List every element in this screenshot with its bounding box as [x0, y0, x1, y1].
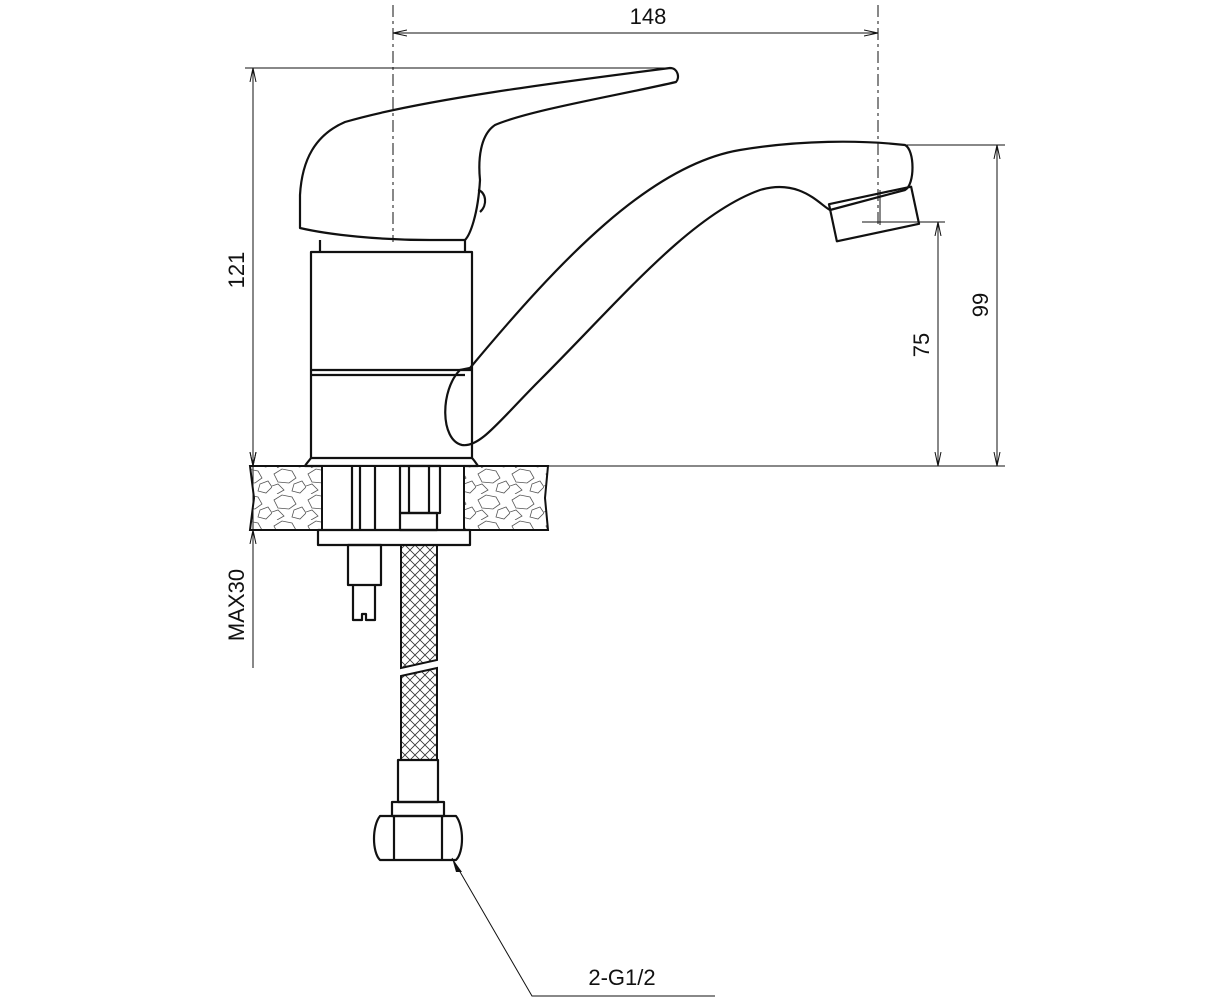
- supply-hose: [372, 544, 464, 862]
- dimension-max-counter: MAX30: [224, 440, 253, 668]
- dimension-aerator-height-label: 75: [909, 333, 934, 357]
- spout: [444, 140, 921, 447]
- dimension-aerator-height: 75: [862, 221, 945, 466]
- dimension-spout-height: 99: [905, 144, 1005, 466]
- dimension-spout-height-label: 99: [968, 293, 993, 317]
- dimension-width: 148: [392, 4, 879, 242]
- faucet-body: [303, 250, 480, 468]
- dimension-max-counter-label: MAX30: [224, 569, 249, 641]
- dimension-width-label: 148: [630, 4, 667, 29]
- dimension-height: 121: [224, 67, 672, 466]
- lever-handle: [298, 66, 680, 252]
- dimension-height-label: 121: [224, 252, 249, 289]
- mounting-stud: [346, 543, 383, 622]
- countertop: [248, 464, 550, 547]
- connection-callout: 2-G1/2: [451, 857, 715, 997]
- connection-label: 2-G1/2: [588, 965, 655, 990]
